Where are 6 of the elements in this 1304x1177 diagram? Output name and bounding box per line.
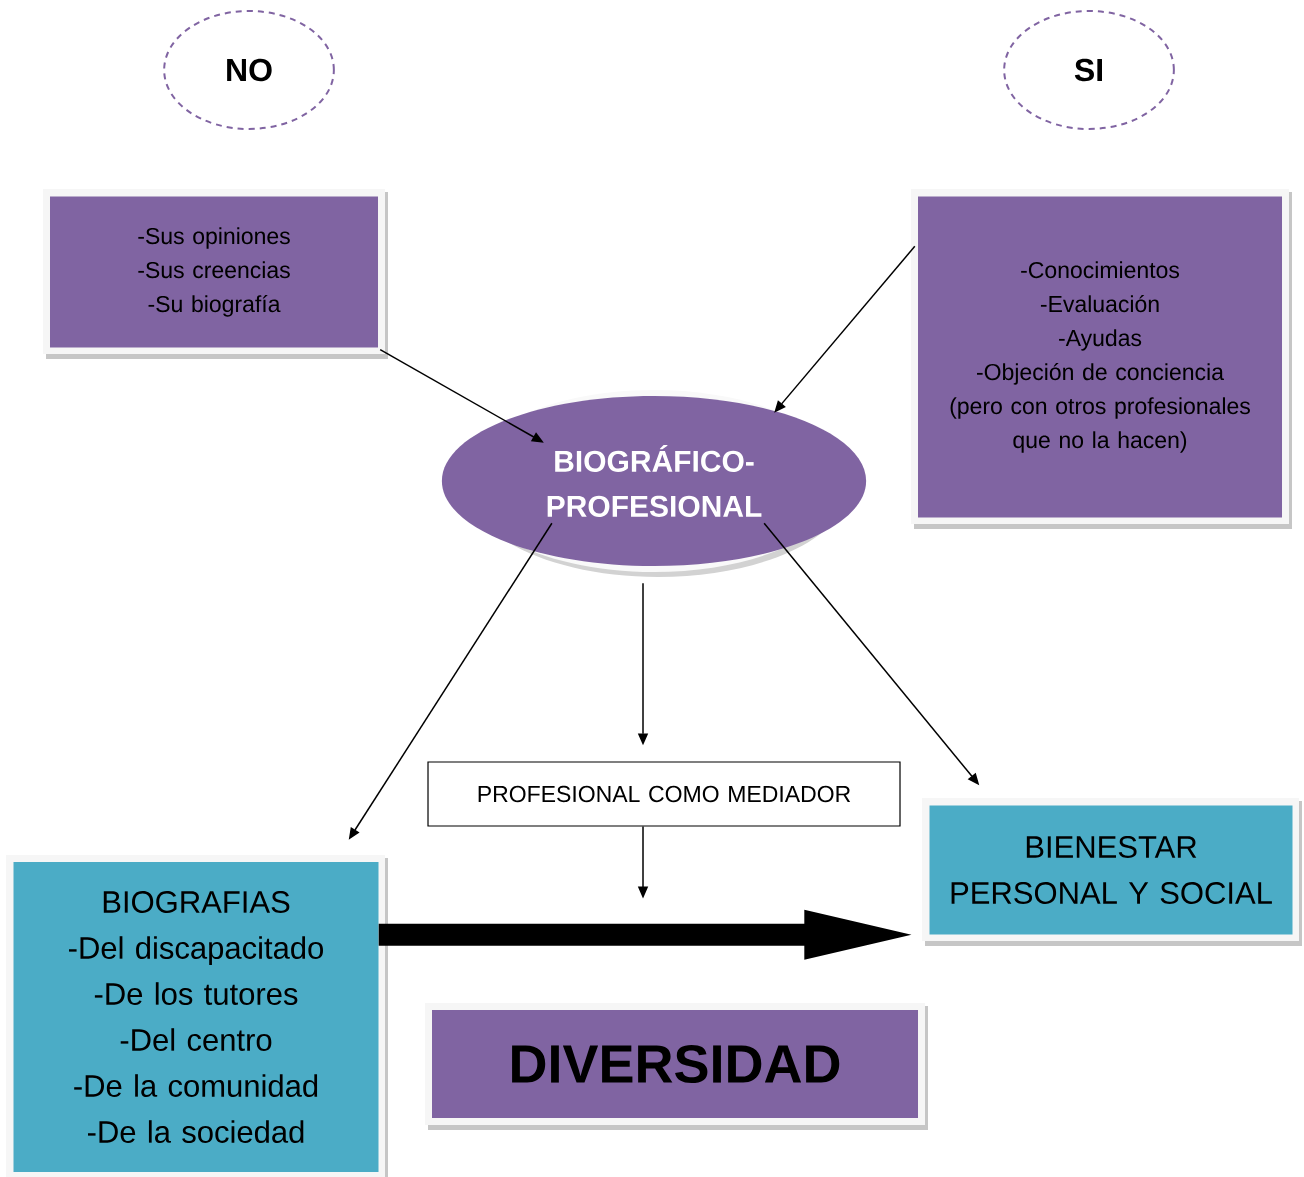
result-box: BIENESTAR PERSONAL Y SOCIAL: [922, 798, 1302, 946]
list-box: BIOGRAFIAS -Del discapacitado -De los tutores -Del centro -De la comunidad -De la sociedad: [6, 855, 388, 1177]
list-box: -Sus opiniones -Sus creencias -Su biografía: [43, 189, 388, 359]
title-box: DIVERSIDAD: [425, 1003, 928, 1130]
list-box: -Conocimientos -Evaluación -Ayudas -Objeción de conciencia (pero con otros profesionales que no la hacen): [911, 189, 1292, 529]
label-box: PROFESIONAL COMO MEDIADOR: [427, 761, 901, 827]
